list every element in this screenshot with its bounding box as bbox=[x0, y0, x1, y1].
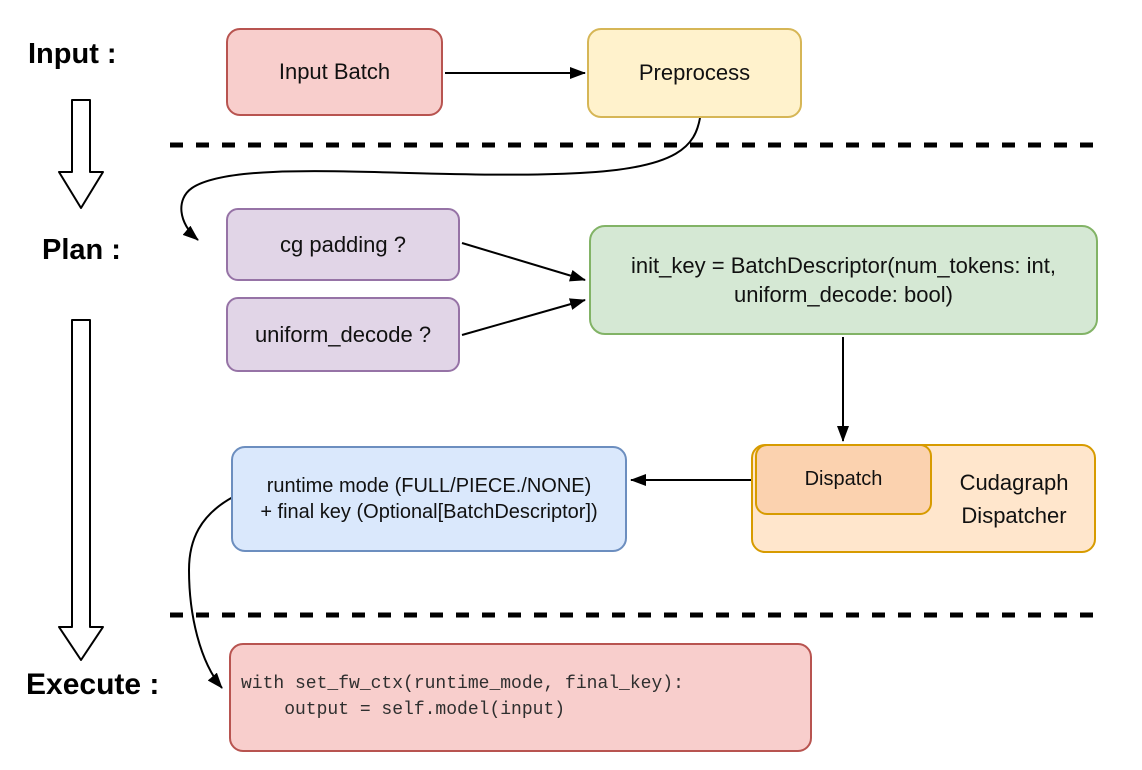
arrow-preprocess-to-cg-padding bbox=[180, 117, 701, 241]
node-input-batch-label: Input Batch bbox=[278, 59, 391, 85]
cudagraph-label-line1: Cudagraph bbox=[959, 469, 1069, 495]
node-uniform-decode: uniform_decode ? bbox=[226, 297, 460, 372]
node-runtime-mode: runtime mode (FULL/PIECE./NONE) + final … bbox=[231, 446, 627, 552]
node-runtime-line2: + final key (Optional[BatchDescriptor]) bbox=[260, 501, 598, 523]
phase-arrow-input-to-plan bbox=[58, 99, 104, 209]
arrow-cg-padding-to-init-key bbox=[461, 242, 586, 282]
node-runtime-line1: runtime mode (FULL/PIECE./NONE) bbox=[266, 474, 592, 497]
node-init-key-line2: uniform_decode: bool) bbox=[734, 282, 953, 307]
node-preprocess-label: Preprocess bbox=[638, 60, 751, 86]
arrow-runtime-to-execute-code bbox=[187, 496, 234, 689]
node-cg-padding: cg padding ? bbox=[226, 208, 460, 281]
node-cg-padding-label: cg padding ? bbox=[280, 231, 406, 257]
node-execute-code: with set_fw_ctx(runtime_mode, final_key)… bbox=[229, 643, 812, 752]
node-preprocess: Preprocess bbox=[587, 28, 802, 118]
execute-code-line2: output = self.model(input) bbox=[241, 699, 566, 720]
node-cudagraph-dispatcher-label: Cudagraph Dispatcher bbox=[932, 444, 1096, 553]
node-init-key-line1: init_key = BatchDescriptor(num_tokens: i… bbox=[631, 252, 1056, 278]
node-dispatch: Dispatch bbox=[755, 444, 932, 515]
phase-arrow-plan-to-execute bbox=[58, 319, 104, 661]
node-input-batch: Input Batch bbox=[226, 28, 443, 116]
node-init-key: init_key = BatchDescriptor(num_tokens: i… bbox=[589, 225, 1098, 335]
arrow-uniform-decode-to-init-key bbox=[461, 298, 586, 336]
node-dispatch-label: Dispatch bbox=[804, 468, 883, 491]
node-uniform-decode-label: uniform_decode ? bbox=[254, 321, 432, 347]
phase-label-plan: Plan : bbox=[42, 234, 121, 266]
execute-code-line1: with set_fw_ctx(runtime_mode, final_key)… bbox=[241, 673, 684, 694]
phase-label-input: Input : bbox=[28, 38, 117, 70]
cudagraph-label-line2: Dispatcher bbox=[961, 502, 1067, 528]
phase-label-execute: Execute : bbox=[26, 668, 160, 701]
